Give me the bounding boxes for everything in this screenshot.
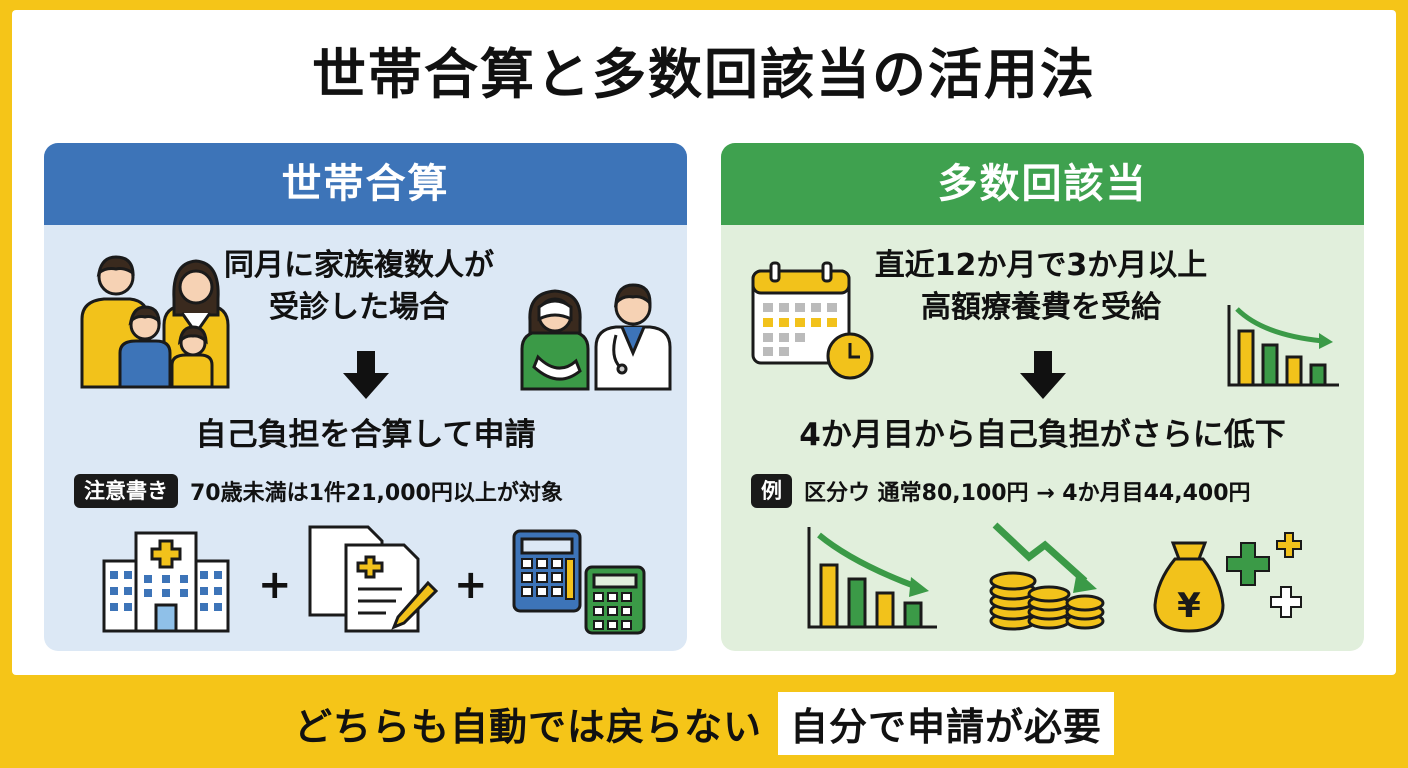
- page-title: 世帯合算と多数回該当の活用法: [312, 43, 1096, 106]
- footer-highlight: 自分で申請が必要: [778, 691, 1115, 755]
- panel-header-multiple: 多数回該当: [721, 143, 1364, 225]
- panel-header-household: 世帯合算: [44, 143, 687, 225]
- household-result: 自己負担を合算して申請: [195, 417, 536, 453]
- down-arrow-icon-right: [1020, 351, 1066, 399]
- family-icon: [80, 255, 230, 389]
- footer-banner: どちらも自動では戻らない 自分で申請が必要: [0, 688, 1408, 758]
- multiple-example: 例 区分ウ 通常80,100円 → 4か月目44,400円: [751, 473, 1251, 509]
- note-text: 70歳未満は1件21,000円以上が対象: [190, 481, 563, 506]
- declining-bar-chart-icon-large: [807, 527, 937, 629]
- plus-sign-1: +: [258, 562, 292, 608]
- svg-text:¥: ¥: [1177, 586, 1201, 626]
- hospital-icon: [102, 531, 230, 633]
- panel-household-aggregation: 世帯合算 同月に家族複数人が 受診した場合: [44, 143, 687, 651]
- household-condition-line1: 同月に家族複数人が: [224, 248, 494, 283]
- household-condition: 同月に家族複数人が 受診した場合: [194, 245, 524, 329]
- multiple-condition-line2: 高額療養費を受給: [921, 290, 1161, 325]
- multiple-condition: 直近12か月で3か月以上 高額療養費を受給: [861, 245, 1221, 329]
- doctor-icon: [594, 283, 672, 391]
- household-condition-line2: 受診した場合: [269, 290, 449, 325]
- medical-cross-icon: [1226, 532, 1302, 618]
- example-badge: 例: [751, 474, 792, 508]
- multiple-condition-line1: 直近12か月で3か月以上: [874, 248, 1208, 283]
- footer-text: どちらも自動では戻らない: [293, 704, 762, 749]
- example-text: 区分ウ 通常80,100円 → 4か月目44,400円: [804, 481, 1251, 506]
- clock-icon: [826, 332, 874, 380]
- panel-multiple-occurrences: 多数回該当 直近12か月で3か月以上 高額療養費を受給: [721, 143, 1364, 651]
- calculator-icon: [512, 529, 646, 635]
- down-arrow-icon: [343, 351, 389, 399]
- patient-icon: [520, 289, 590, 391]
- note-badge: 注意書き: [74, 474, 178, 508]
- calendar-icon: [751, 261, 851, 365]
- plus-sign-2: +: [454, 562, 488, 608]
- declining-bar-chart-icon: [1227, 305, 1339, 387]
- household-note: 注意書き 70歳未満は1件21,000円以上が対象: [74, 473, 563, 509]
- coins-icon: [989, 522, 1105, 631]
- yen-bag-icon: ¥: [1153, 541, 1225, 633]
- documents-icon: [308, 525, 438, 633]
- multiple-result: 4か月目から自己負担がさらに低下: [799, 417, 1286, 453]
